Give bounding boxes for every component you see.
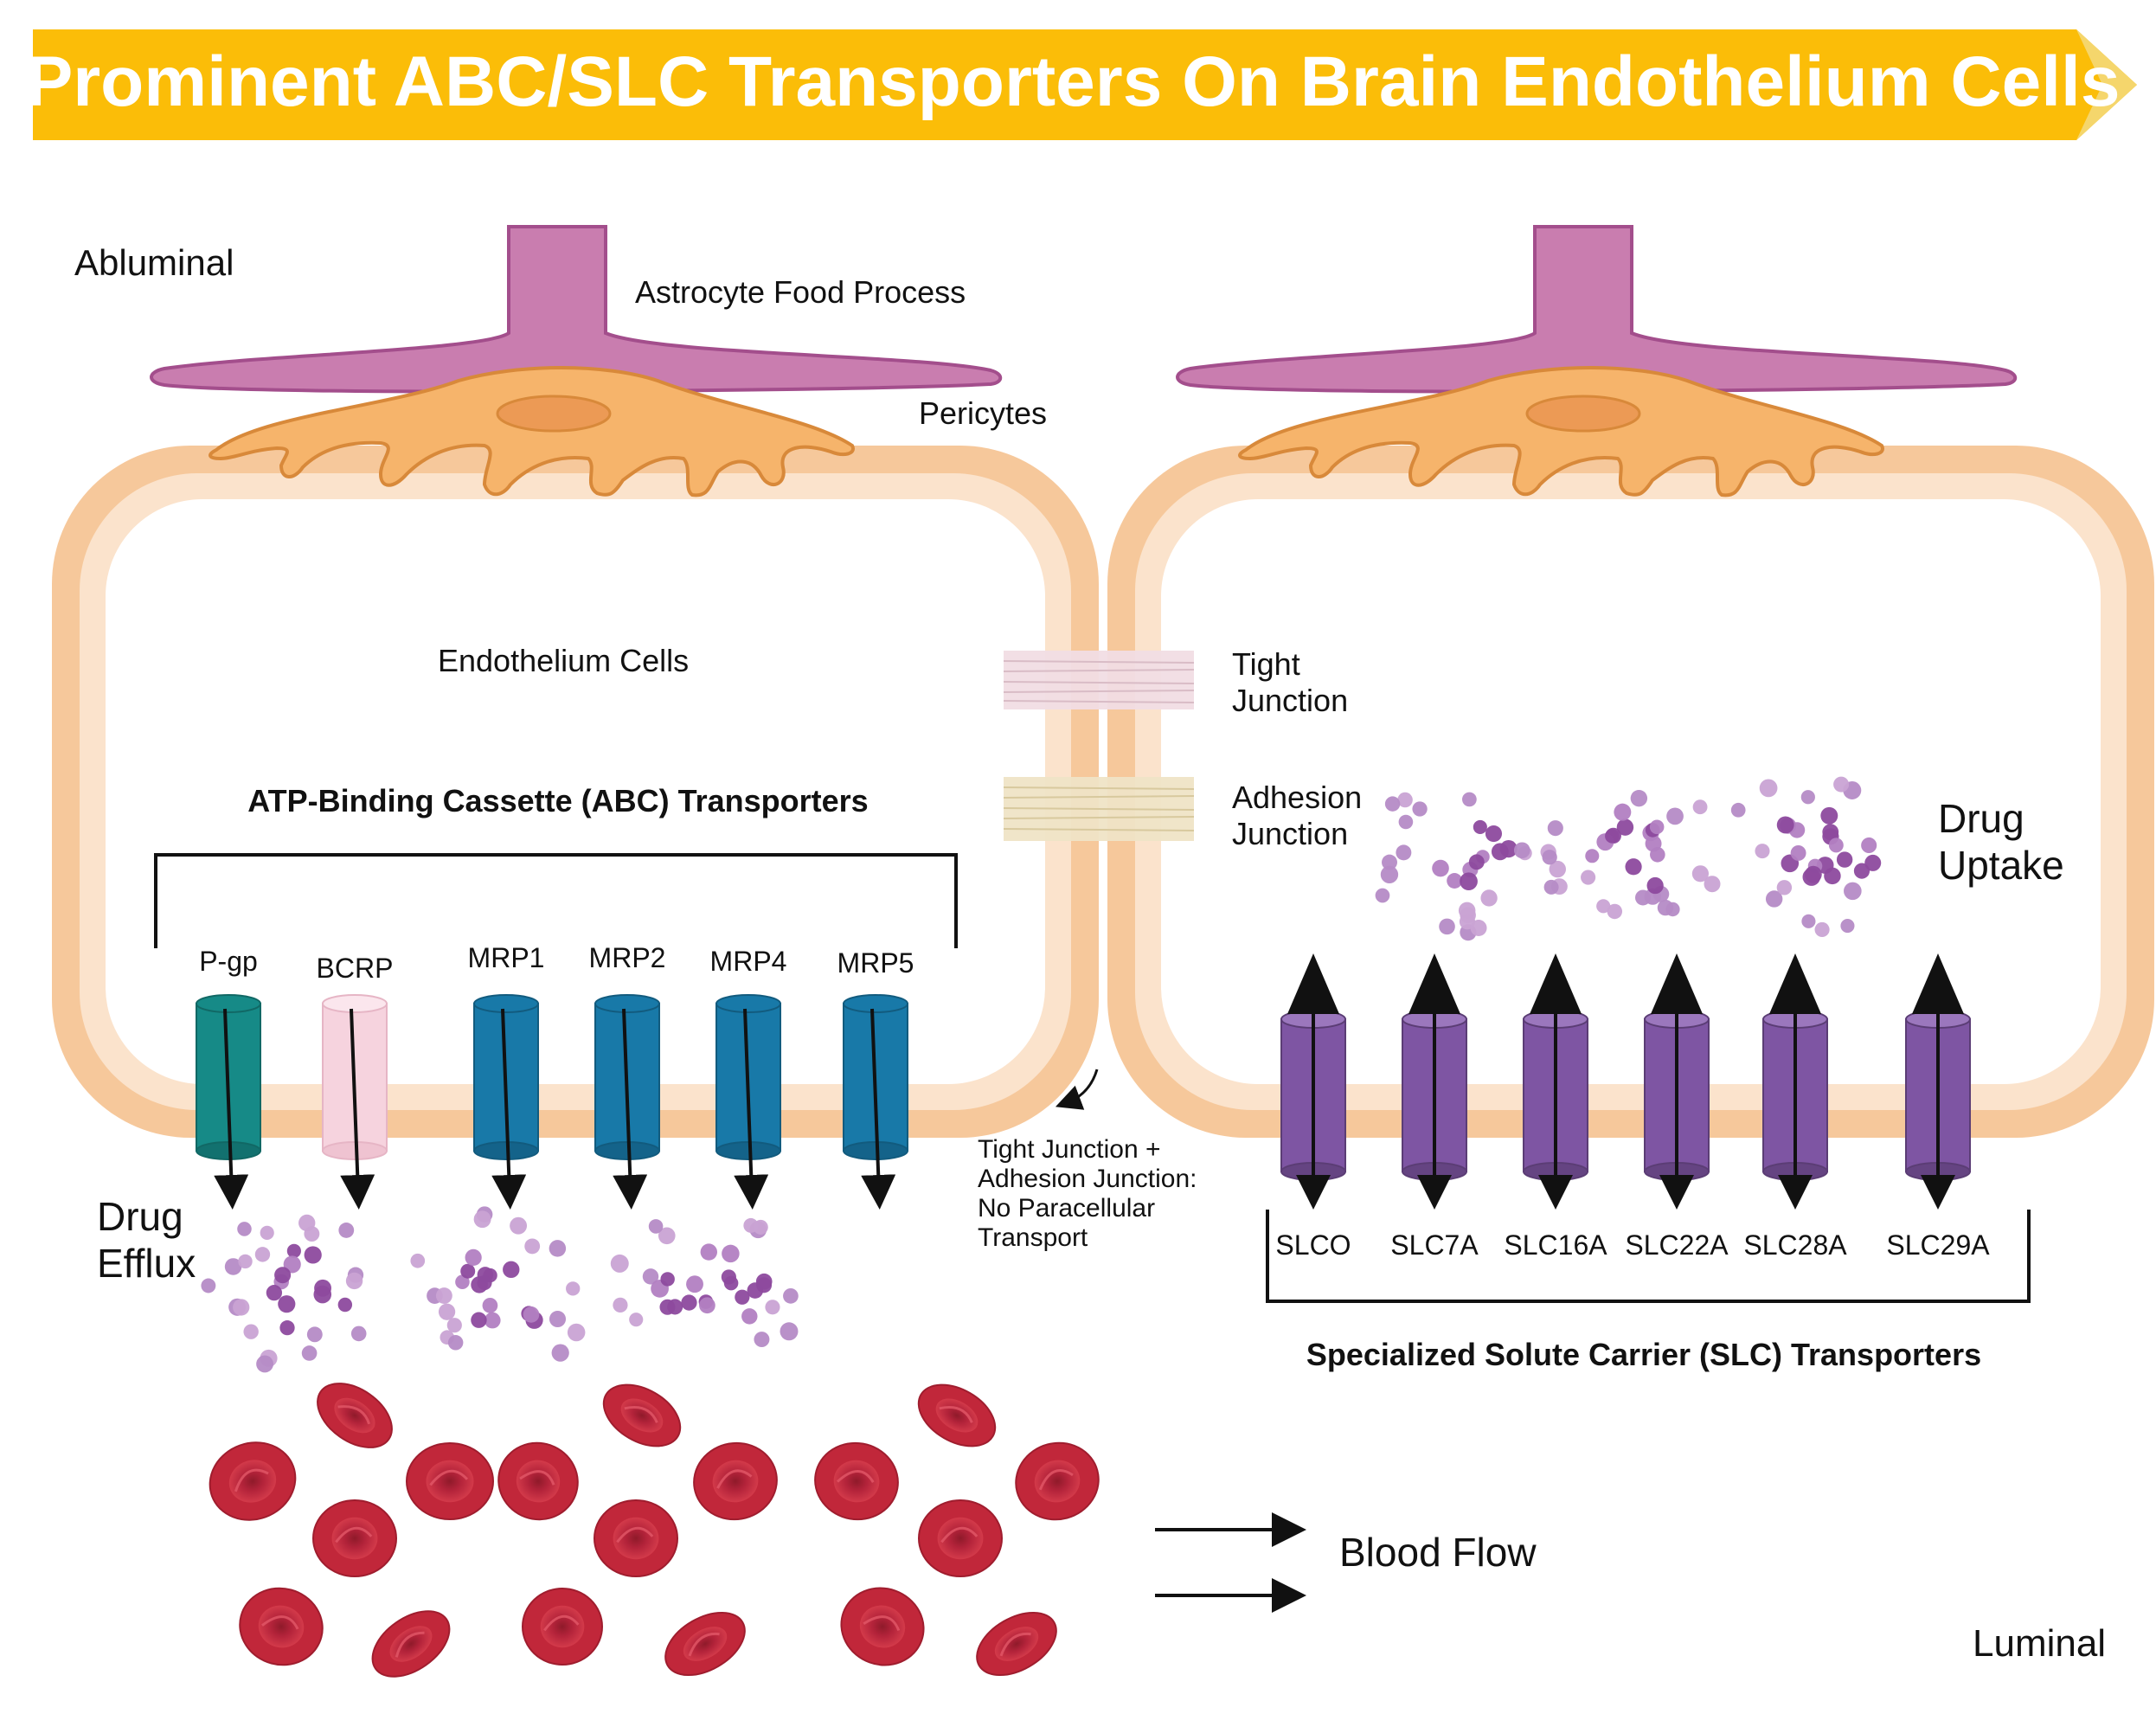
abc-transporter-mrp2: MRP2 xyxy=(589,942,666,1210)
red-blood-cell xyxy=(312,1499,397,1577)
pericyte-left xyxy=(209,366,855,497)
red-blood-cell xyxy=(1015,1441,1100,1521)
slc-transporter-slc22a: SLC22A xyxy=(1625,953,1729,1261)
slc-transporter-label: SLC29A xyxy=(1886,1229,1990,1261)
drug-particle-cluster xyxy=(410,1206,586,1362)
astrocyte-label: Astrocyte Food Process xyxy=(635,274,966,310)
adhesion-junction-label-2: Junction xyxy=(1232,816,1348,851)
abc-heading: ATP-Binding Cassette (ABC) Transporters xyxy=(247,783,868,818)
abc-transporter-mrp4: MRP4 xyxy=(710,946,787,1210)
title-text: Prominent ABC/SLC Transporters On Brain … xyxy=(26,42,2121,121)
slc-transporter-slco: SLCO xyxy=(1275,953,1351,1261)
slc-transporter-label: SLC22A xyxy=(1625,1229,1729,1261)
red-blood-cell xyxy=(602,1383,682,1447)
abc-transporter-label: BCRP xyxy=(317,953,394,984)
abc-bracket xyxy=(154,853,958,948)
drug-uptake-label-1: Drug xyxy=(1938,796,2024,841)
endothelium-label: Endothelium Cells xyxy=(438,643,689,678)
red-blood-cell xyxy=(239,1587,324,1666)
abc-transporter-label: MRP4 xyxy=(710,946,787,977)
red-blood-cell xyxy=(840,1587,925,1666)
red-blood-cell xyxy=(497,1441,579,1521)
red-blood-cells xyxy=(209,1383,1100,1678)
drug-efflux-label-2: Efflux xyxy=(97,1241,196,1286)
abc-transporter-label: MRP5 xyxy=(837,947,914,979)
slc-transporters: SLCO SLC7A SLC16A SLC22A SLC28A SLC29A xyxy=(1275,953,1990,1261)
tight-junction xyxy=(1003,651,1195,709)
junction-note-1: Tight Junction + xyxy=(978,1135,1161,1164)
red-blood-cell xyxy=(976,1611,1057,1677)
blood-flow-label: Blood Flow xyxy=(1339,1530,1537,1575)
slc-transporter-slc16a: SLC16A xyxy=(1504,953,1607,1261)
drug-particle-cluster xyxy=(1730,776,1882,938)
abc-transporter-label: MRP2 xyxy=(589,942,666,973)
red-blood-cell xyxy=(693,1441,778,1521)
pericytes-label: Pericytes xyxy=(919,395,1047,431)
luminal-label: Luminal xyxy=(1973,1622,2106,1665)
junction-note-3: No Paracellular xyxy=(978,1194,1155,1223)
slc-heading: Specialized Solute Carrier (SLC) Transpo… xyxy=(1306,1337,1981,1372)
title-banner: Prominent ABC/SLC Transporters On Brain … xyxy=(26,29,2137,140)
junction-note-arrow xyxy=(1055,1069,1099,1110)
pericyte-right xyxy=(1238,366,1884,497)
drug-efflux-label-1: Drug xyxy=(97,1194,183,1239)
slc-transporter-slc7a: SLC7A xyxy=(1390,953,1479,1261)
abc-transporter-mrp1: MRP1 xyxy=(468,942,545,1210)
red-blood-cell xyxy=(317,1383,393,1448)
red-blood-cell xyxy=(209,1441,297,1521)
tight-junction-label-2: Junction xyxy=(1232,683,1348,718)
drug-particles xyxy=(201,776,1882,1373)
slc-transporter-label: SLC16A xyxy=(1504,1229,1607,1261)
adhesion-junction xyxy=(1003,777,1195,841)
slc-transporter-slc28a: SLC28A xyxy=(1743,953,1847,1261)
slc-transporter-label: SLC7A xyxy=(1390,1229,1479,1261)
membrane-right xyxy=(1107,446,2154,1138)
red-blood-cell xyxy=(918,1499,1003,1577)
slc-transporter-label: SLCO xyxy=(1275,1229,1351,1261)
abc-transporter-label: P-gp xyxy=(199,946,258,977)
red-blood-cell xyxy=(664,1611,746,1677)
abc-transporter-pgp: P-gp xyxy=(196,946,261,1210)
drug-particle-cluster xyxy=(1540,789,1721,920)
red-blood-cell xyxy=(522,1588,603,1666)
junction-note-4: Transport xyxy=(978,1223,1088,1252)
red-blood-cell xyxy=(814,1441,899,1521)
drug-particle-cluster xyxy=(610,1217,799,1348)
tight-junction-label-1: Tight xyxy=(1232,646,1300,682)
abc-transporters: P-gp BCRP MRP1 MRP2 MRP4 MRP5 xyxy=(196,942,914,1210)
adhesion-junction-label-1: Adhesion xyxy=(1232,780,1362,815)
red-blood-cell xyxy=(406,1442,494,1520)
drug-uptake-label-2: Uptake xyxy=(1938,843,2064,888)
abc-transporter-bcrp: BCRP xyxy=(317,953,394,1210)
slc-bracket xyxy=(1266,1210,2031,1303)
abc-transporter-mrp5: MRP5 xyxy=(837,947,914,1210)
drug-particle-cluster xyxy=(1375,792,1566,941)
red-blood-cell xyxy=(371,1610,451,1678)
slc-transporter-slc29a: SLC29A xyxy=(1886,953,1990,1261)
membrane-left xyxy=(52,446,1099,1138)
red-blood-cell xyxy=(594,1499,678,1577)
abluminal-label: Abluminal xyxy=(74,242,234,283)
red-blood-cell xyxy=(917,1383,997,1447)
drug-particle-cluster xyxy=(201,1214,367,1373)
junction-note-2: Adhesion Junction: xyxy=(978,1165,1197,1193)
slc-transporter-label: SLC28A xyxy=(1743,1229,1847,1261)
abc-transporter-label: MRP1 xyxy=(468,942,545,973)
